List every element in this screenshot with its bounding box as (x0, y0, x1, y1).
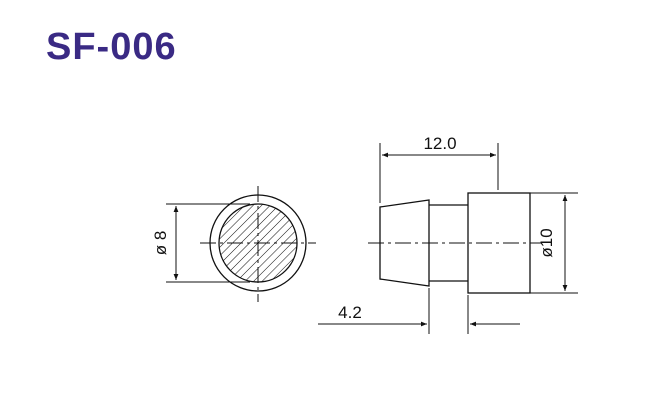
overall-length-label: 12.0 (423, 134, 456, 153)
neck-section (429, 204, 468, 282)
front-diameter-label: ø 8 (151, 231, 170, 256)
side-view: 12.0 ø10 4.2 (318, 134, 578, 334)
tapered-nose (379, 199, 430, 287)
offset-length-label: 4.2 (338, 303, 362, 322)
body-diameter-label: ø10 (537, 228, 556, 257)
part-title: SF-006 (46, 26, 177, 68)
front-view: ø 8 (151, 186, 316, 302)
